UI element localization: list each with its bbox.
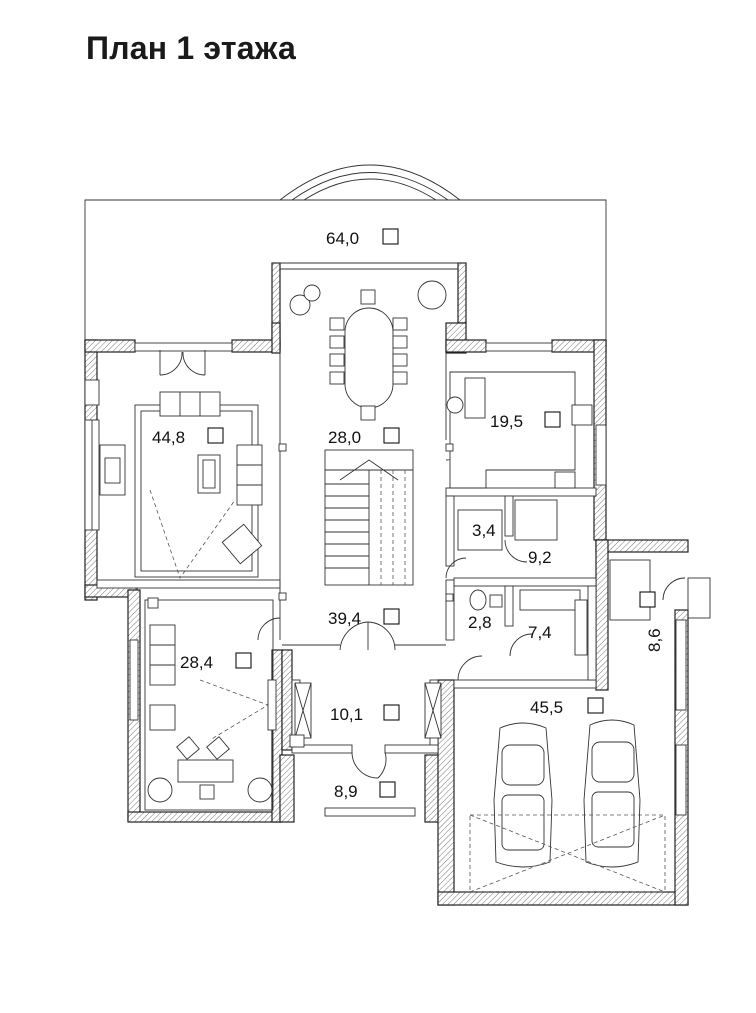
dining-table bbox=[289, 280, 447, 421]
bathroom-fittings bbox=[457, 499, 651, 656]
electrical-markers bbox=[147, 443, 454, 609]
room-area-kitchen: 19,5 bbox=[490, 412, 523, 431]
room-area-storage: 3,4 bbox=[472, 521, 496, 540]
room-area-study: 28,4 bbox=[180, 653, 213, 672]
page-title: План 1 этажа bbox=[86, 30, 297, 66]
room-area-hall: 39,4 bbox=[328, 609, 361, 628]
room-area-boiler: 7,4 bbox=[528, 623, 552, 642]
room-area-dining: 28,0 bbox=[328, 428, 361, 447]
room-area-utility: 8,6 bbox=[645, 628, 664, 652]
room-area-garage: 45,5 bbox=[530, 698, 563, 717]
room-area-bath: 9,2 bbox=[528, 548, 552, 567]
study-furniture bbox=[144, 599, 277, 811]
area-labels: 64,0 28,0 44,8 19,5 3,4 9,2 39,4 2,8 7,4… bbox=[152, 228, 664, 801]
garage-cars bbox=[469, 719, 666, 893]
room-area-porch: 8,9 bbox=[334, 782, 358, 801]
room-area-wc: 2,8 bbox=[468, 613, 492, 632]
outer-walls bbox=[84, 322, 689, 906]
kitchen-fittings bbox=[446, 371, 593, 489]
vestibule-wardrobes bbox=[289, 682, 442, 817]
room-area-vestibule: 10,1 bbox=[330, 705, 363, 724]
terrace bbox=[84, 164, 607, 345]
staircase bbox=[324, 449, 414, 586]
room-area-living: 44,8 bbox=[152, 428, 185, 447]
room-area-terrace: 64,0 bbox=[326, 229, 359, 248]
living-furniture bbox=[99, 391, 263, 579]
windows bbox=[84, 342, 687, 816]
interior-walls bbox=[96, 352, 597, 754]
